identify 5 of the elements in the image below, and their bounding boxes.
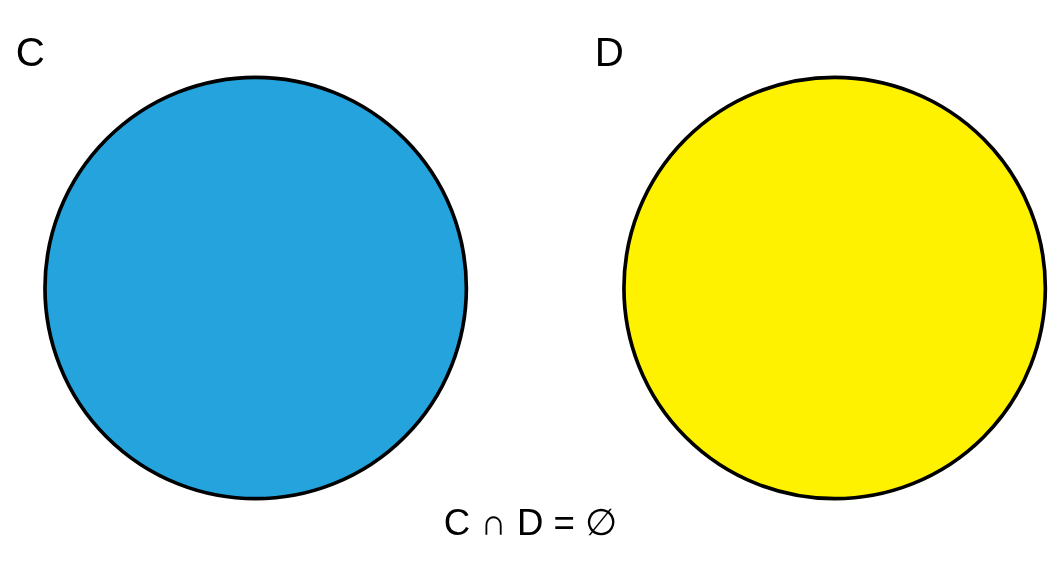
caption: C ∩ D = ∅ [443,501,618,543]
node-label: D [594,29,624,75]
node-circle [43,74,469,501]
node-label: C [15,29,45,75]
node-circle [622,74,1048,501]
